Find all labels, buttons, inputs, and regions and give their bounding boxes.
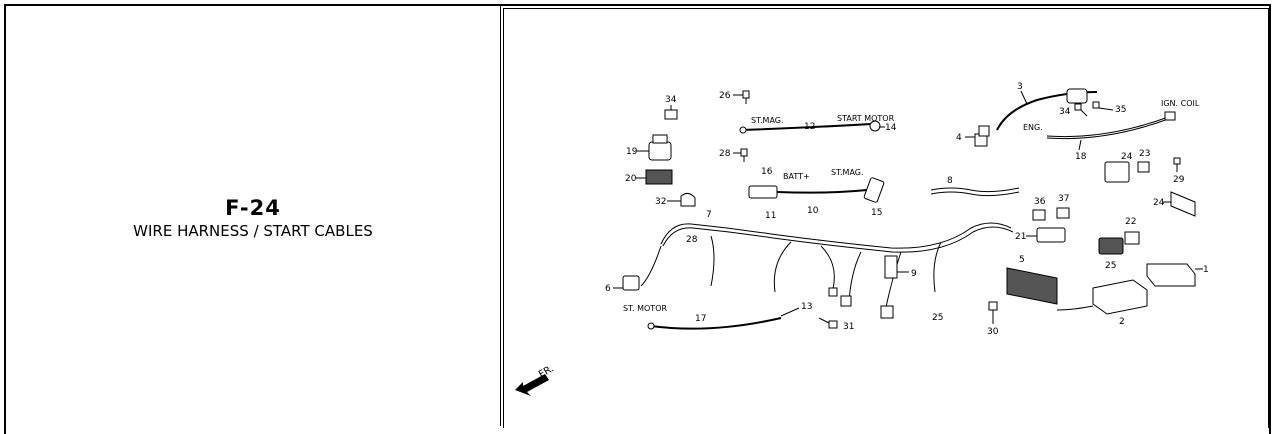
callout-11: 11: [765, 211, 776, 221]
callout-28-upper: 26: [719, 91, 731, 101]
label-start-motor: START MOTOR: [837, 114, 895, 123]
callout-29: 28: [686, 235, 698, 245]
part-8-tube: 8: [930, 176, 1020, 197]
part-30-clip: 32: [655, 192, 696, 207]
callout-24-upper: 24: [1121, 152, 1133, 162]
callout-4: 4: [956, 133, 962, 143]
part-6-connector: 6: [605, 275, 640, 294]
callout-26: 25: [1105, 261, 1116, 271]
label-st-mag-lower: ST.MAG.: [831, 168, 864, 177]
part-34-screw-left: 34: [1059, 103, 1088, 117]
part-4-plug-cap: 4: [956, 125, 990, 147]
part-28-bolt-lower: 28: [719, 148, 748, 162]
part-25-bracket: 24: [1153, 191, 1196, 217]
callout-24-lower: 25: [932, 313, 943, 323]
part-2-cdi-unit: 2: [1056, 279, 1148, 327]
part-1-cover: 1: [1146, 263, 1209, 287]
callout-22: 22: [1125, 217, 1136, 227]
part-10-battery-cable: 16 BATT+ ST.MAG. 11 10 15: [748, 167, 885, 221]
callout-36: 37: [1058, 194, 1069, 204]
outer-frame: [4, 4, 1271, 434]
figure-code: F-24: [225, 196, 281, 220]
part-34-screw-right: 35: [1092, 101, 1126, 115]
label-eng: ENG.: [1023, 123, 1043, 132]
callout-34-left: 34: [1059, 107, 1071, 117]
part-28-bolt-upper: 26: [719, 90, 750, 104]
part-18-coil-cable: ENG. IGN. COIL 18: [1023, 99, 1200, 162]
callout-23: 23: [1139, 149, 1150, 159]
callout-2: 2: [1119, 317, 1125, 327]
callout-8: 8: [947, 176, 953, 186]
callout-34-right: 35: [1115, 105, 1126, 115]
part-20-cover: 20: [625, 169, 673, 185]
part-37-connector: 34: [664, 95, 678, 120]
callout-9: 9: [911, 269, 917, 279]
part-23-connector: 23: [1137, 149, 1150, 173]
diagram-panel: 34 26 28 19 20: [501, 6, 1269, 428]
callout-31: 29: [1173, 175, 1185, 185]
callout-25: 24: [1153, 198, 1165, 208]
part-31-screw: 29: [1173, 157, 1185, 185]
callout-28-lower: 28: [719, 149, 731, 159]
part-5-regulator: 5: [1006, 255, 1058, 305]
part-21-fuse-box: 21: [1015, 227, 1066, 243]
callout-3: 3: [1017, 82, 1023, 92]
part-32-bolt: 31: [818, 317, 854, 332]
callout-1: 1: [1203, 265, 1209, 275]
callout-19: 19: [626, 147, 638, 157]
title-panel: F-24 WIRE HARNESS / START CABLES: [6, 6, 500, 426]
callout-6: 6: [605, 284, 611, 294]
callout-17: 17: [695, 314, 706, 324]
callout-35: 36: [1034, 197, 1046, 207]
part-24-relay: 24: [1104, 152, 1133, 183]
part-33-bolt: 30: [987, 301, 999, 337]
callout-18: 18: [1075, 152, 1087, 162]
part-35-clip: 36: [1032, 197, 1046, 221]
callout-20: 20: [625, 174, 637, 184]
part-12-start-cable: ST.MAG. 12 START MOTOR 14: [739, 114, 897, 134]
label-ign-coil: IGN. COIL: [1161, 99, 1200, 108]
label-st-mag-upper: ST.MAG.: [751, 116, 784, 125]
callout-7: 7: [706, 210, 712, 220]
part-22-connector: 22: [1124, 217, 1140, 245]
callout-13: 13: [801, 302, 812, 312]
part-26-relay: 25: [1098, 237, 1124, 271]
callout-10: 10: [807, 206, 819, 216]
label-st-motor: ST. MOTOR: [623, 304, 667, 313]
callout-16: 16: [761, 167, 773, 177]
callout-15: 15: [871, 208, 882, 218]
front-direction-arrow: FR.: [515, 363, 556, 396]
callout-33: 30: [987, 327, 999, 337]
part-7-wire-harness: 7 28 9 25: [640, 210, 1014, 323]
callout-21: 21: [1015, 232, 1026, 242]
callout-14: 14: [885, 123, 897, 133]
part-36-clip: 37: [1056, 194, 1070, 219]
label-batt-plus: BATT+: [783, 172, 810, 181]
part-3-ign-cable: 3: [996, 82, 1098, 131]
part-19-relay: 19: [626, 134, 672, 161]
part-17-st-motor-cable: ST. MOTOR 17 13: [623, 302, 812, 330]
exploded-diagram: 34 26 28 19 20: [515, 82, 1209, 396]
callout-32: 31: [843, 322, 854, 332]
callout-5: 5: [1019, 255, 1025, 265]
panel-divider: [500, 6, 501, 426]
title-block: F-24 WIRE HARNESS / START CABLES: [6, 196, 500, 240]
figure-title: WIRE HARNESS / START CABLES: [133, 222, 373, 240]
callout-12: 12: [804, 122, 815, 132]
callout-37: 34: [665, 95, 677, 105]
diagram-frame: [503, 8, 1269, 428]
callout-30: 32: [655, 197, 666, 207]
